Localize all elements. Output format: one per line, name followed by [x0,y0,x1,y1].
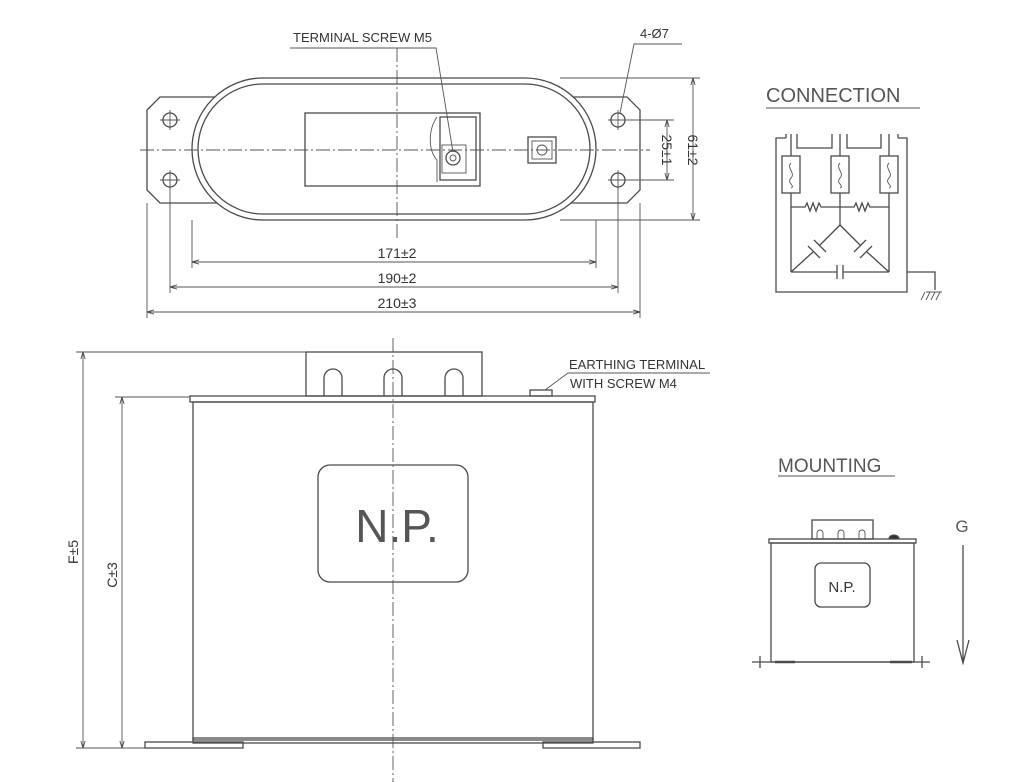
side-view: N.P. EARTHING TERMINAL WITH SCREW M4 F±5… [65,338,710,782]
fuse [781,155,801,194]
dim-can-height: C±3 [104,562,120,588]
gravity-label: G [955,517,968,536]
dim-overall-width: 210±3 [378,295,417,311]
terminal-cover [305,351,483,397]
foot-right [542,741,641,749]
foot-left [144,741,244,749]
fuse [830,155,850,194]
connection-title: CONNECTION [766,85,900,107]
terminal-screw-label: TERMINAL SCREW M5 [293,30,432,45]
resistor [791,201,840,213]
terminal-slot [323,368,343,396]
dim-hole-spacing: 190±2 [378,270,417,286]
dim-hole-pitch: 25±1 [659,134,675,165]
mounting-flange [146,96,641,204]
terminal-block [439,116,477,181]
can-outline-inner [197,83,591,215]
mounting-title: MOUNTING [778,456,881,477]
dim-inner-width: 171±2 [378,245,417,261]
mounting-diagram: MOUNTING N.P. G [752,456,970,668]
nameplate-text: N.P. [355,500,439,552]
capacitor [807,239,873,279]
top-view: TERMINAL SCREW M5 4-Ø7 171±2 190±2 210±3… [140,26,701,318]
terminal-box [304,112,481,187]
earthing-screw [529,389,553,397]
holes-label: 4-Ø7 [640,26,669,41]
gravity-arrow-icon [956,545,970,666]
terminal-slot [444,368,464,396]
earthing-label-line2: WITH SCREW M4 [570,376,677,391]
mounting-can-body [770,542,915,663]
mounting-nameplate [814,562,871,608]
ground-icon [920,291,942,301]
lid [189,395,596,403]
connection-diagram: CONNECTION [766,85,942,301]
mounting-holes [160,110,628,190]
dim-overall-height: F±5 [65,540,81,564]
resistor [840,201,889,213]
dim-depth: 61±2 [685,134,701,165]
fuse [879,155,899,194]
mounting-nameplate-text: N.P. [828,579,855,596]
earthing-label-line1: EARTHING TERMINAL [569,357,705,372]
